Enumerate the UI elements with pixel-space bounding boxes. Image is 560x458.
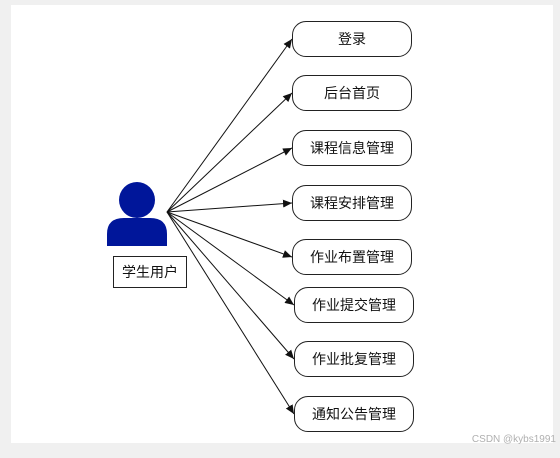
edge-course-info xyxy=(166,147,293,213)
edge-layer xyxy=(166,38,295,415)
use-case-course-schedule: 课程安排管理 xyxy=(292,185,412,221)
person-icon xyxy=(107,182,167,246)
use-case-announcement: 通知公告管理 xyxy=(294,396,414,432)
edge-login xyxy=(166,38,293,213)
edge-homework-assign xyxy=(166,211,293,258)
edge-homework-review xyxy=(166,211,295,360)
use-case-homework-assign: 作业布置管理 xyxy=(292,239,412,275)
edge-announcement xyxy=(166,211,295,415)
actor-label: 学生用户 xyxy=(113,256,187,288)
diagram-canvas: 学生用户 登录后台首页课程信息管理课程安排管理作业布置管理作业提交管理作业批复管… xyxy=(11,5,553,443)
use-case-course-info: 课程信息管理 xyxy=(292,130,412,166)
use-case-homework-submit: 作业提交管理 xyxy=(294,287,414,323)
edge-homework-submit xyxy=(166,211,295,306)
edge-course-schedule xyxy=(166,199,293,213)
use-case-homework-review: 作业批复管理 xyxy=(294,341,414,377)
use-case-login: 登录 xyxy=(292,21,412,57)
edge-home xyxy=(166,92,293,213)
watermark: CSDN @kybs1991 xyxy=(471,434,556,445)
use-case-home: 后台首页 xyxy=(292,75,412,111)
